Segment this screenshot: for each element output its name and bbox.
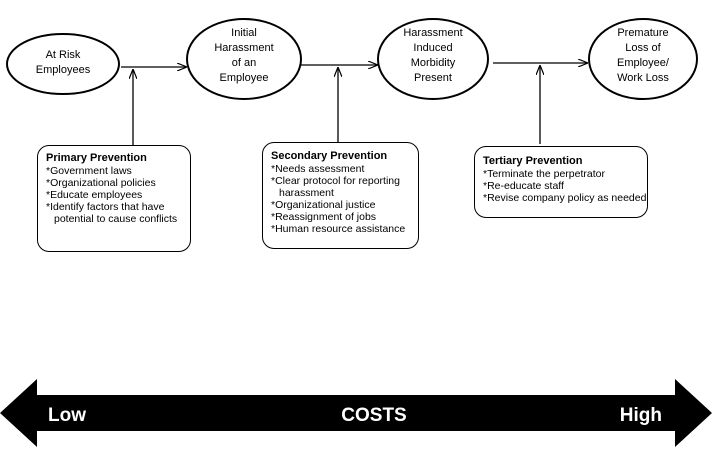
node-initial-line-4: Employee (220, 72, 269, 84)
costs-label: COSTS (341, 405, 406, 426)
node-at-risk-line-1: At Risk (46, 49, 81, 61)
secondary-item: *Human resource assistance (271, 223, 406, 235)
tertiary-prevention-box: Tertiary Prevention *Terminate the perpe… (474, 146, 648, 218)
secondary-item: *Needs assessment (271, 163, 365, 175)
secondary-item: *Clear protocol for reporting (271, 175, 400, 187)
primary-item: *Identify factors that have (46, 201, 165, 213)
secondary-prevention-title: Secondary Prevention (271, 150, 388, 162)
costs-high-label: High (620, 405, 662, 426)
primary-item: *Organizational policies (46, 177, 156, 189)
primary-item: *Educate employees (46, 189, 143, 201)
costs-double-arrow (0, 379, 712, 447)
node-harassment-morbidity: Harassment Induced Morbidity Present (377, 18, 489, 100)
secondary-item: *Organizational justice (271, 199, 376, 211)
node-premature-loss: Premature Loss of Employee/ Work Loss (588, 18, 698, 100)
tertiary-item: *Re-educate staff (483, 180, 564, 192)
node-at-risk-employees: At Risk Employees (6, 33, 120, 95)
primary-item: potential to cause conflicts (54, 213, 178, 225)
primary-item: *Government laws (46, 165, 132, 177)
node-premature-line-2: Loss of (625, 42, 661, 54)
tertiary-item: *Revise company policy as needed (483, 192, 647, 204)
tertiary-prevention-title: Tertiary Prevention (483, 155, 583, 167)
node-morbidity-line-1: Harassment (403, 27, 462, 39)
primary-prevention-box: Primary Prevention *Government laws *Org… (37, 145, 191, 252)
secondary-prevention-box: Secondary Prevention *Needs assessment *… (262, 142, 419, 249)
node-premature-line-3: Employee/ (617, 57, 670, 69)
node-morbidity-line-3: Morbidity (411, 57, 456, 69)
node-at-risk-line-2: Employees (36, 64, 91, 76)
primary-prevention-title: Primary Prevention (46, 152, 147, 164)
costs-low-label: Low (48, 405, 86, 426)
node-initial-line-2: Harassment (214, 42, 273, 54)
secondary-item: *Reassignment of jobs (271, 211, 377, 223)
node-initial-harassment: Initial Harassment of an Employee (186, 18, 302, 100)
node-initial-line-3: of an (232, 57, 256, 69)
node-premature-line-4: Work Loss (617, 72, 669, 84)
node-initial-line-1: Initial (231, 27, 257, 39)
node-premature-line-1: Premature (617, 27, 668, 39)
node-morbidity-line-4: Present (414, 72, 452, 84)
secondary-item: harassment (279, 187, 334, 199)
tertiary-item: *Terminate the perpetrator (483, 168, 605, 180)
node-morbidity-line-2: Induced (413, 42, 452, 54)
